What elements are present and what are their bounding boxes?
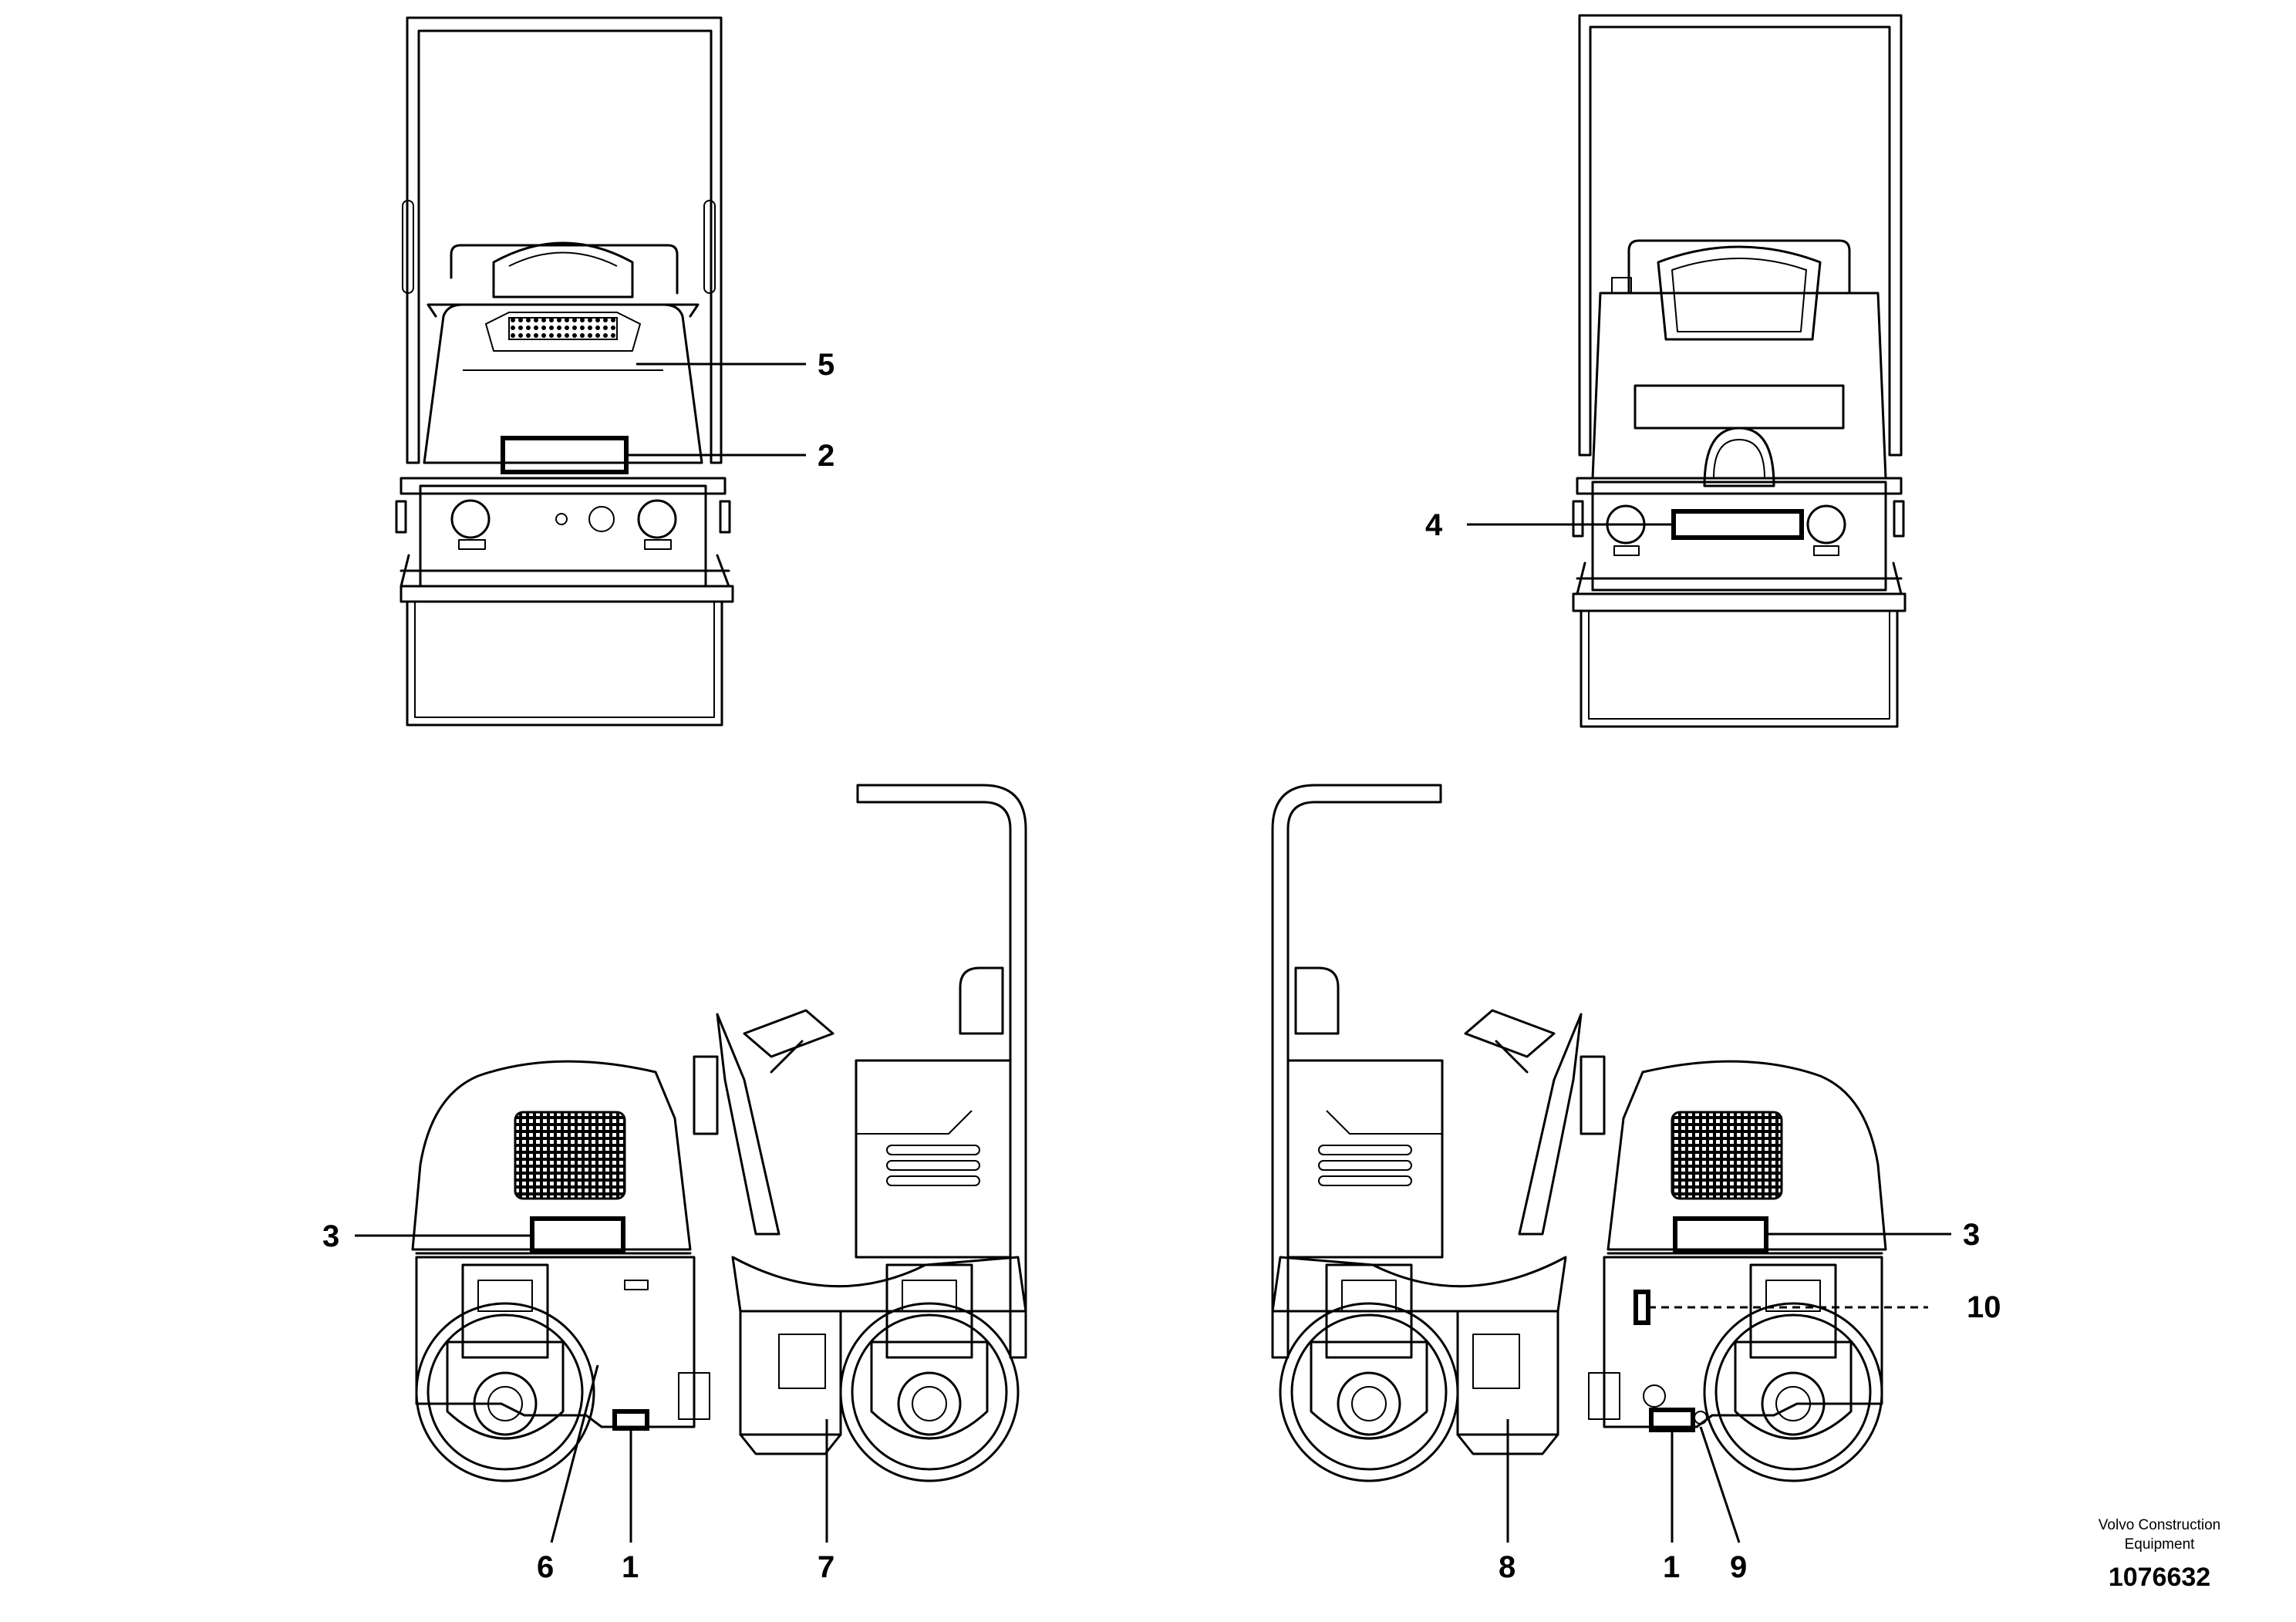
credit-line-2: Equipment (2125, 1536, 2196, 1553)
callout-9: 9 (1730, 1550, 1747, 1584)
callout-2: 2 (818, 439, 834, 473)
callout-10: 10 (1967, 1290, 2001, 1324)
engine-grille-left (514, 1111, 626, 1200)
right-side-view-roller (1271, 784, 1887, 1482)
callout-4: 4 (1425, 508, 1443, 542)
leader-lines (355, 363, 1951, 1543)
callout-1-right: 1 (1663, 1550, 1680, 1584)
decal-2-marker (501, 436, 629, 474)
part-number: 1076632 (2109, 1563, 2210, 1592)
decal-3-marker-left (530, 1216, 625, 1253)
callout-7: 7 (818, 1550, 834, 1584)
callout-8: 8 (1499, 1550, 1515, 1584)
manufacturer-credit: Volvo Construction Equipment 1076632 (2099, 1517, 2220, 1592)
decal-4-marker (1671, 509, 1804, 540)
callout-3-right: 3 (1963, 1218, 1980, 1252)
credit-line-1: Volvo Construction (2099, 1517, 2220, 1533)
decal-10-marker (1633, 1290, 1650, 1325)
left-side-view-roller (411, 784, 1027, 1482)
decal-3-marker-right (1673, 1216, 1768, 1253)
callout-3-left: 3 (322, 1219, 339, 1253)
callout-labels: 5 2 4 3 3 10 6 1 7 8 1 9 (322, 348, 2001, 1584)
front-hood-vent (508, 317, 618, 340)
engine-grille-right (1671, 1111, 1783, 1200)
rear-view-roller (1572, 14, 1907, 728)
front-view-roller (395, 16, 734, 727)
callout-6: 6 (537, 1550, 554, 1584)
callout-5: 5 (818, 348, 834, 382)
callout-1-left: 1 (622, 1550, 639, 1584)
